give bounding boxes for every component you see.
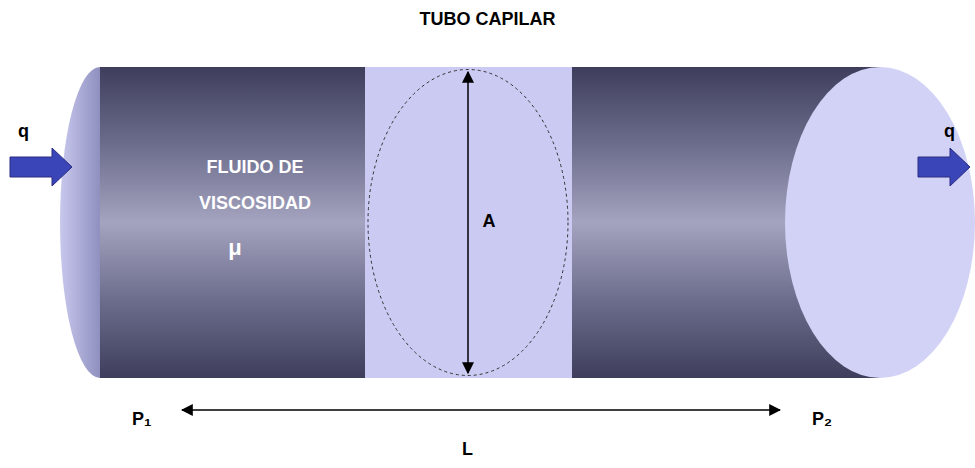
area-symbol: A <box>477 210 501 232</box>
cross-section-band <box>365 67 572 378</box>
tube-body <box>100 67 880 378</box>
tube-outlet-face <box>785 67 975 378</box>
tube-inlet-face <box>60 67 100 378</box>
flow-rate-label: q <box>944 120 955 142</box>
area-dimension-line <box>467 72 469 373</box>
length-dimension-line <box>182 409 780 411</box>
cross-section-outline <box>368 70 568 376</box>
viscosity-symbol: μ <box>220 237 250 259</box>
outflow-arrow <box>918 148 970 186</box>
diagram-title: TUBO CAPILAR <box>0 8 975 30</box>
pressure-label: P₂ <box>812 408 832 430</box>
tube-body: FLUIDO DE VISCOSIDAD μ A <box>100 67 880 378</box>
cross-section-band: A <box>365 67 572 378</box>
flow-rate-label: q <box>18 120 29 142</box>
fluid-label: FLUIDO DE VISCOSIDAD <box>185 149 325 221</box>
inflow-arrow <box>10 148 72 186</box>
length-label: L <box>462 438 473 460</box>
pressure-label: P₁ <box>132 408 151 430</box>
